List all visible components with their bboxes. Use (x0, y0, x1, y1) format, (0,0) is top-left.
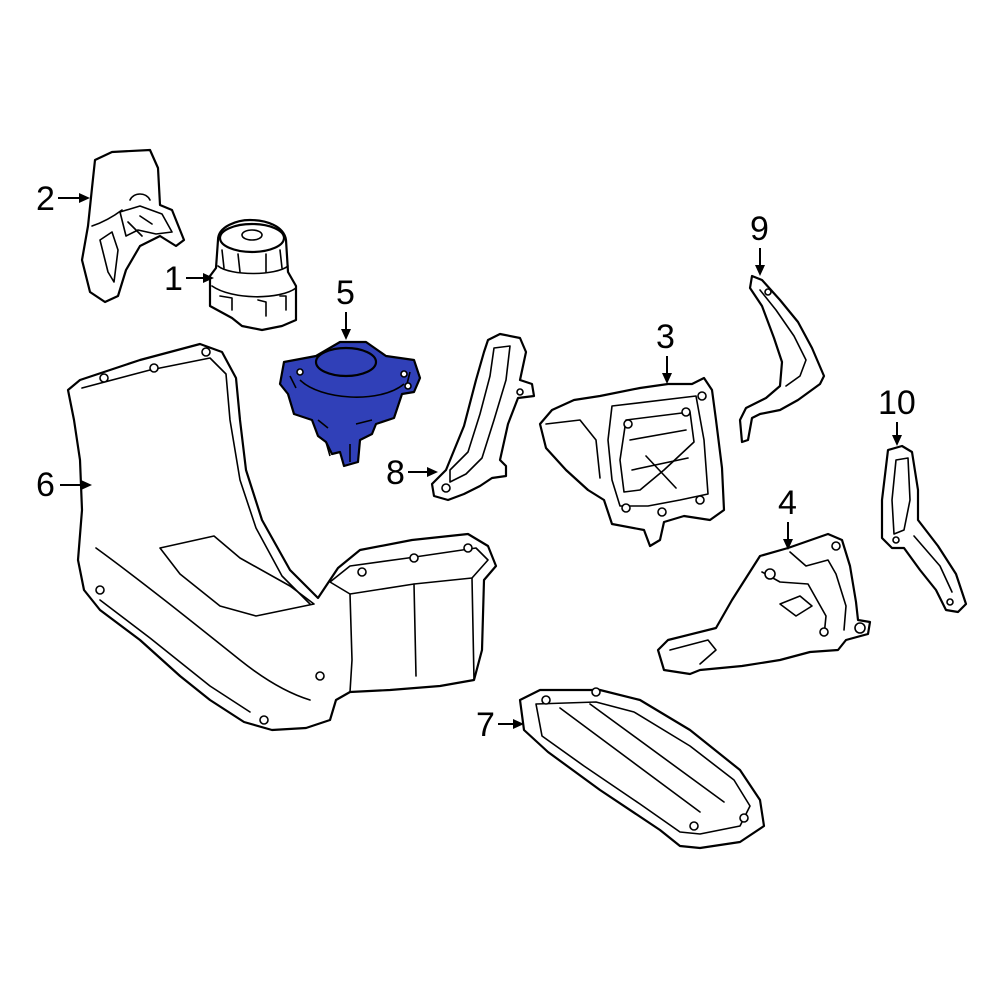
part-8-rail[interactable] (430, 332, 536, 502)
callout-7: 7 (476, 706, 524, 744)
part-10-bracket[interactable] (880, 444, 968, 614)
callout-3: 3 (656, 318, 675, 384)
callout-4: 4 (778, 484, 797, 550)
callout-2: 2 (36, 180, 90, 218)
part-7-skid-plate[interactable] (518, 687, 766, 850)
part-3-bracket[interactable] (538, 376, 726, 548)
callout-label-10: 10 (878, 384, 916, 422)
part-1-engine-mount[interactable] (208, 218, 298, 332)
callout-9: 9 (750, 210, 769, 276)
part-4-bracket[interactable] (656, 532, 872, 676)
callout-label-1: 1 (164, 260, 183, 298)
part-9-bracket[interactable] (738, 274, 826, 444)
part-2-bracket[interactable] (80, 148, 186, 304)
callout-label-8: 8 (386, 454, 405, 492)
callout-label-2: 2 (36, 180, 55, 218)
callout-label-3: 3 (656, 318, 675, 356)
callout-label-5: 5 (336, 274, 355, 312)
callout-8: 8 (386, 454, 438, 492)
callout-label-6: 6 (36, 466, 55, 504)
callout-label-4: 4 (778, 484, 797, 522)
part-5-engine-mount-highlighted[interactable] (278, 340, 422, 468)
callout-5: 5 (336, 274, 355, 340)
callout-1: 1 (164, 260, 214, 298)
callout-label-7: 7 (476, 706, 495, 744)
part-6-crossmember[interactable] (66, 342, 498, 732)
part-5-body (278, 340, 422, 468)
callout-label-9: 9 (750, 210, 769, 248)
callout-10: 10 (878, 384, 916, 446)
callout-6: 6 (36, 466, 92, 504)
